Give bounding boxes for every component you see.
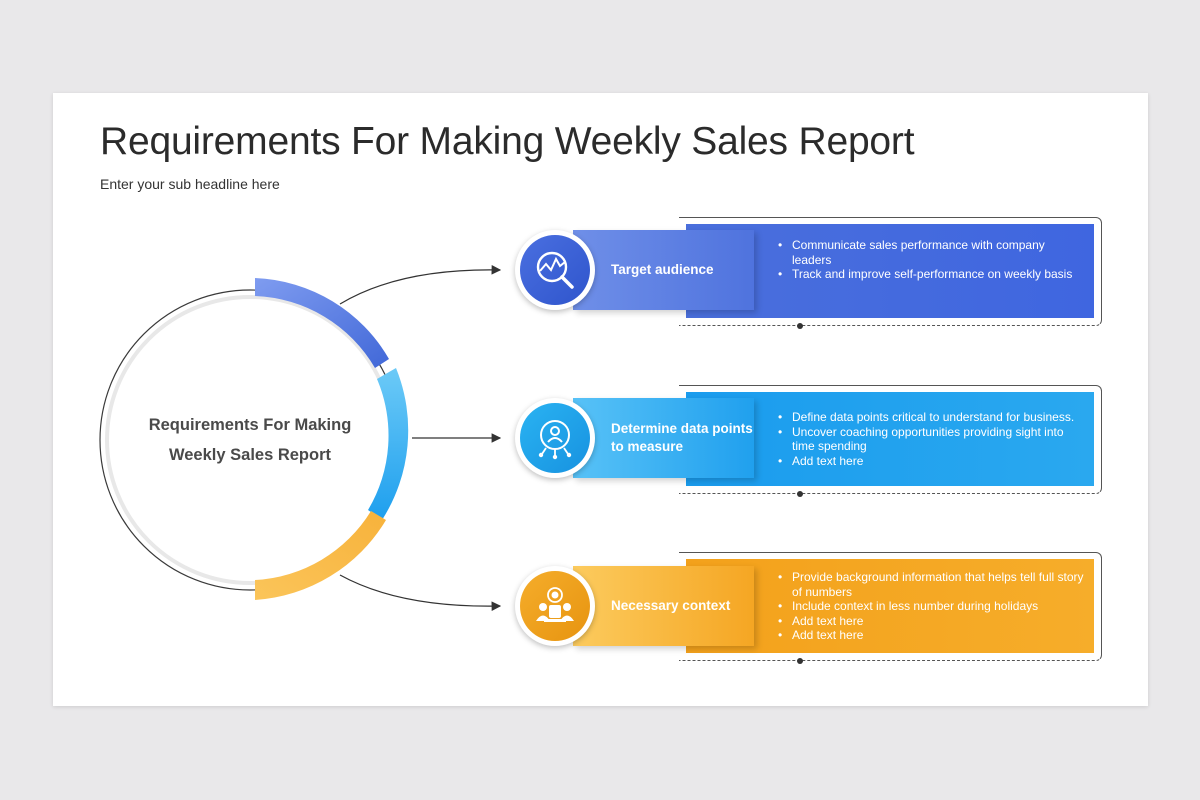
chart-magnifier-icon [536, 251, 574, 289]
bullet: Add text here [778, 454, 1084, 469]
page-title: Requirements For Making Weekly Sales Rep… [100, 120, 915, 163]
center-label-line2: Weekly Sales Report [168, 446, 332, 464]
row3-bullets: Provide background information that help… [778, 570, 1084, 643]
bullet: Uncover coaching opportunities providing… [778, 425, 1084, 454]
row2-frame [679, 385, 1102, 497]
row3-tab: Necessary context [573, 566, 754, 646]
arc-segment-cyan [368, 368, 409, 520]
row2-badge [515, 398, 595, 478]
row3-frame [679, 552, 1102, 664]
bullet: Add text here [778, 628, 1084, 643]
bullet: Communicate sales performance with compa… [778, 238, 1084, 267]
arc-segment-blue [255, 278, 389, 368]
frame-dot [797, 491, 803, 497]
row2-bullets: Define data points critical to understan… [778, 410, 1084, 468]
frame-dot [797, 658, 803, 664]
connector-arrow-3 [339, 574, 502, 611]
bullet: Define data points critical to understan… [778, 410, 1084, 425]
row3-card: Provide background information that help… [686, 559, 1094, 653]
bullet: Track and improve self-performance on we… [778, 267, 1084, 282]
row1-tab: Target audience [573, 230, 754, 310]
frame-dot [797, 323, 803, 329]
row3-label: Necessary context [611, 598, 731, 613]
row3-badge [515, 566, 595, 646]
bullet: Add text here [778, 614, 1084, 629]
page-subtitle: Enter your sub headline here [100, 176, 280, 192]
row1-card: Communicate sales performance with compa… [686, 224, 1094, 318]
row2-card: Define data points critical to understan… [686, 392, 1094, 486]
row1-frame [679, 217, 1102, 329]
arc-segment-orange [255, 511, 386, 600]
center-label-line1: Requirements For Making [148, 416, 352, 434]
bullet: Provide background information that help… [778, 570, 1084, 599]
connector-arrow-1 [339, 265, 502, 305]
row1-bullets: Communicate sales performance with compa… [778, 238, 1084, 282]
row2-label: Determine data points to measure [611, 421, 753, 454]
row2-tab: Determine data points to measure [573, 398, 754, 478]
team-presenter-icon [536, 587, 574, 622]
network-user-icon [538, 420, 572, 460]
row1-label: Target audience [611, 262, 714, 277]
row1-badge [515, 230, 595, 310]
center-label: Requirements For Making Weekly Sales Rep… [130, 410, 370, 470]
bullet: Include context in less number during ho… [778, 599, 1084, 614]
